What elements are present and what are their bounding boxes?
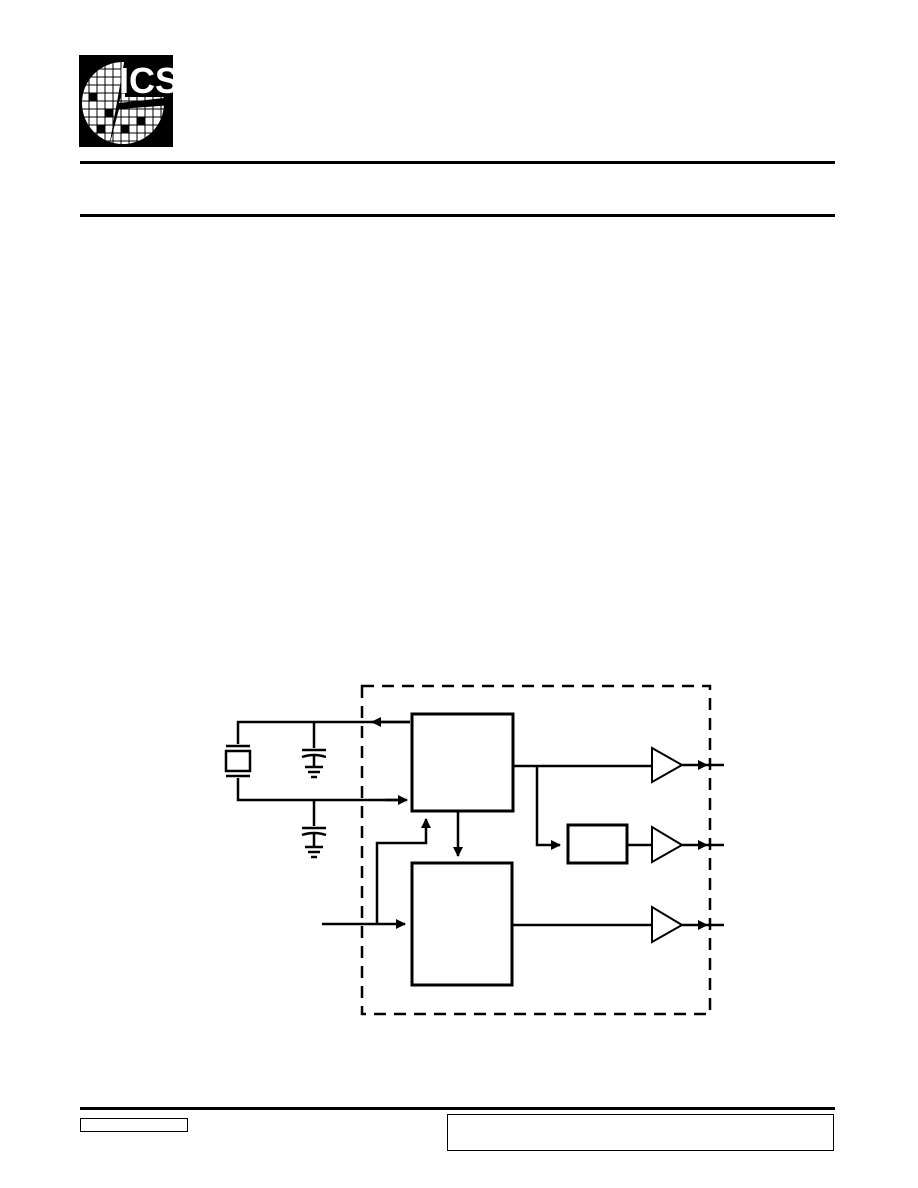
oscillator-block xyxy=(410,712,515,813)
footer-right-box xyxy=(447,1114,834,1151)
buffer-icon xyxy=(651,905,684,944)
footer-left-box xyxy=(80,1118,188,1132)
header-rule-top xyxy=(80,161,835,164)
ics-logo: ICS xyxy=(79,55,173,147)
crystal-icon xyxy=(224,720,410,802)
capacitor-icon xyxy=(301,800,327,859)
buffer-icon xyxy=(651,746,685,784)
header-rule-bottom xyxy=(80,214,835,217)
logo-text: ICS xyxy=(119,60,173,101)
chip-boundary xyxy=(360,684,712,1016)
buffer-icon xyxy=(651,825,684,864)
block-diagram xyxy=(224,684,724,1016)
pll-block xyxy=(410,861,514,987)
capacitor-icon xyxy=(301,722,327,779)
divider-block xyxy=(566,823,629,865)
footer-rule xyxy=(80,1107,835,1110)
